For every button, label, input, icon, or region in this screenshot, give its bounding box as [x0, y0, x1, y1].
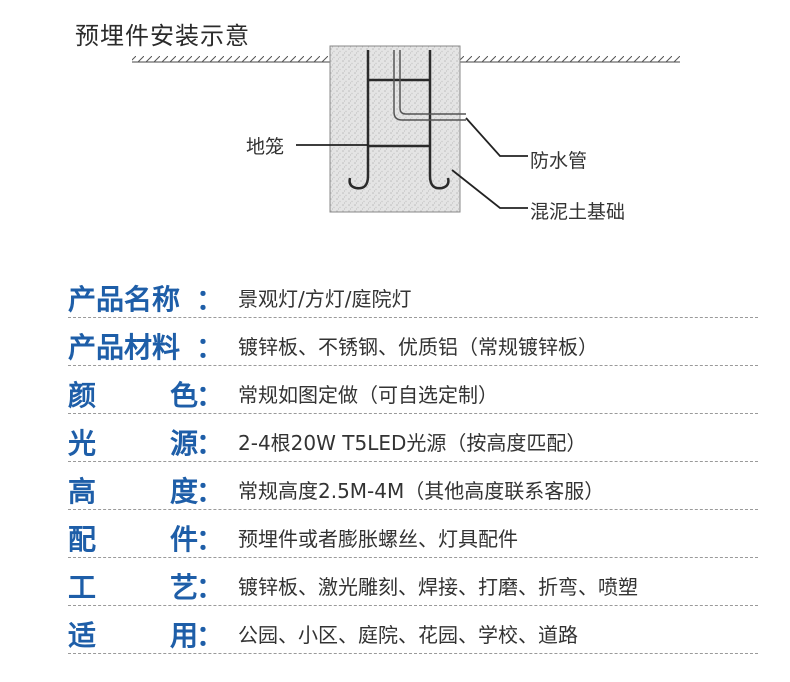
- spec-label: 产品名称: [68, 283, 181, 316]
- cage-label: 地笼: [246, 136, 285, 158]
- spec-label: 产品材料: [68, 331, 181, 364]
- waterproof-pipe: [393, 50, 466, 121]
- spec-colon: ：: [196, 619, 225, 652]
- spec-label: 适 用: [68, 614, 198, 654]
- spec-value: 公园、小区、庭院、花园、学校、道路: [238, 623, 578, 647]
- spec-value: 镀锌板、不锈钢、优质铝（常规镀锌板）: [238, 335, 598, 359]
- spec-colon: ：: [196, 475, 225, 508]
- diagram-drawing: [132, 45, 680, 213]
- spec-value: 2-4根20W T5LED光源（按高度匹配）: [238, 431, 587, 455]
- spec-colon: ：: [196, 427, 225, 460]
- spec-row-height: 高 度 ： 常规高度2.5M-4M（其他高度联系客服）: [68, 462, 758, 510]
- leader-lines: [296, 117, 528, 209]
- spec-label-char: 度: [169, 475, 198, 508]
- cage-frame: [348, 50, 450, 190]
- spec-row-application: 适 用 ： 公园、小区、庭院、花园、学校、道路: [68, 606, 758, 654]
- spec-row-light-source: 光 源 ： 2-4根20W T5LED光源（按高度匹配）: [68, 414, 758, 462]
- spec-label: 工 艺: [68, 566, 198, 606]
- spec-label-char: 用: [169, 619, 198, 652]
- spec-label: 颜 色: [68, 374, 198, 414]
- installation-diagram: 预埋件安装示意: [0, 0, 790, 270]
- spec-label: 高 度: [68, 470, 198, 510]
- spec-row-accessories: 配 件 ： 预埋件或者膨胀螺丝、灯具配件: [68, 510, 758, 558]
- spec-value: 常规如图定做（可自选定制）: [238, 383, 498, 407]
- spec-row-color: 颜 色 ： 常规如图定做（可自选定制）: [68, 366, 758, 414]
- spec-label-char: 源: [169, 427, 198, 460]
- spec-colon: ：: [196, 379, 225, 412]
- spec-label-char: 色: [169, 379, 198, 412]
- spec-value: 景观灯/方灯/庭院灯: [238, 287, 412, 311]
- foundation-label: 混泥土基础: [530, 201, 626, 223]
- spec-row-name: 产品名称 ： 景观灯/方灯/庭院灯: [68, 270, 758, 318]
- spec-colon: ：: [196, 331, 225, 364]
- spec-value: 常规高度2.5M-4M（其他高度联系客服）: [238, 479, 605, 503]
- spec-label: 光 源: [68, 422, 198, 462]
- pipe-label: 防水管: [530, 150, 588, 172]
- spec-label-char: 高: [68, 475, 97, 508]
- spec-row-material: 产品材料 ： 镀锌板、不锈钢、优质铝（常规镀锌板）: [68, 318, 758, 366]
- spec-table: 产品名称 ： 景观灯/方灯/庭院灯 产品材料 ： 镀锌板、不锈钢、优质铝（常规镀…: [68, 270, 758, 654]
- spec-label-char: 光: [68, 427, 97, 460]
- spec-colon: ：: [196, 283, 225, 316]
- spec-row-process: 工 艺 ： 镀锌板、激光雕刻、焊接、打磨、折弯、喷塑: [68, 558, 758, 606]
- spec-label-char: 颜: [68, 379, 97, 412]
- spec-value: 预埋件或者膨胀螺丝、灯具配件: [238, 527, 518, 551]
- spec-label-char: 艺: [169, 571, 198, 604]
- spec-label-char: 适: [68, 619, 97, 652]
- ground-surface: [132, 56, 680, 63]
- spec-label: 配 件: [68, 518, 198, 558]
- spec-label-char: 配: [68, 523, 97, 556]
- spec-colon: ：: [196, 523, 225, 556]
- spec-colon: ：: [196, 571, 225, 604]
- spec-label-char: 工: [68, 571, 97, 604]
- diagram-title: 预埋件安装示意: [75, 22, 250, 50]
- spec-value: 镀锌板、激光雕刻、焊接、打磨、折弯、喷塑: [238, 575, 638, 599]
- spec-label-char: 件: [169, 523, 198, 556]
